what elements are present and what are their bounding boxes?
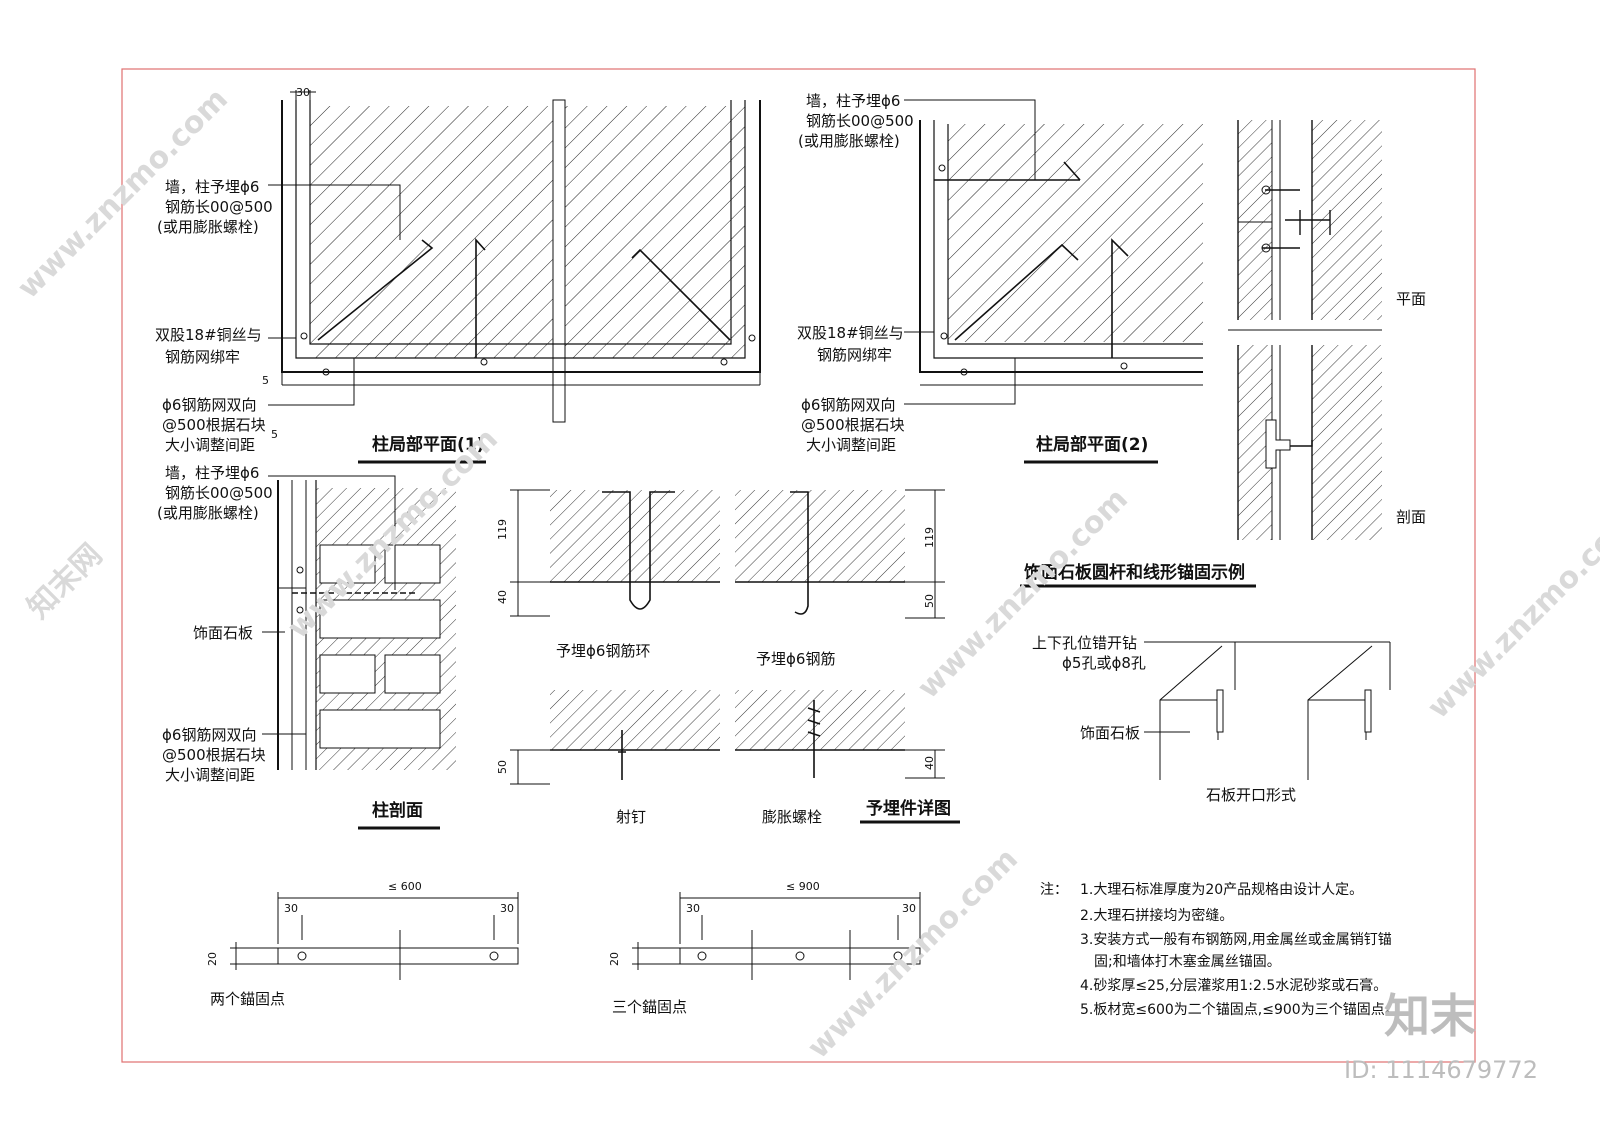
anchor-plan-section [1228,120,1382,540]
title-embed-detail: 予埋件详图 [866,798,951,819]
label-plan: 平面 [1396,290,1426,308]
anchor-points [230,892,921,980]
label-wall-embed-1c: (或用膨胀螺栓) [157,218,259,236]
label-mesh-2b: @500根据石块 [801,416,905,434]
label-embed-ring: 予埋ϕ6钢筋环 [556,642,650,660]
label-wall-embed-2c: (或用膨胀螺栓) [798,132,900,150]
label-wall-embed-1b: 钢筋长00@500 [165,198,273,216]
note-4: 4.砂浆厚≤25,分层灌浆用1:2.5水泥砂浆或石膏。 [1080,977,1387,994]
label-nail: 射钉 [616,808,646,826]
dim-50-b: 50 [923,594,936,608]
label-wire-1b: 钢筋网绑牢 [165,348,240,366]
dim-20-b: 20 [608,952,621,966]
svg-text:www.znzmo.com: www.znzmo.com [911,482,1135,706]
dim-w900: ≤ 900 [786,880,820,893]
label-wall-embed-3c: (或用膨胀螺栓) [157,504,259,522]
column-plan-1 [268,90,761,464]
label-opening-form: 石板开口形式 [1206,786,1296,804]
dim-50-c: 50 [496,760,509,774]
dim-30-b2: 30 [902,902,916,915]
dim-30-a1: 30 [284,902,298,915]
dim-40-d: 40 [923,756,936,770]
label-two-points: 两个錨固点 [210,990,285,1008]
dim-5-plan1-a: 5 [262,374,269,387]
label-facing-stone-1: 饰面石板 [193,624,253,642]
label-section: 剖面 [1396,508,1426,526]
svg-text:知末网: 知末网 [21,537,109,625]
note-1: 1.大理石标准厚度为20产品规格由设计人定。 [1080,882,1363,898]
column-section [262,475,456,830]
dim-30-a2: 30 [500,902,514,915]
label-mesh-3a: ϕ6钢筋网双向 [162,726,256,744]
title-column-section: 柱剖面 [372,800,423,821]
watermark-logo: 知末 [1384,989,1476,1043]
note-5: 5.板材宽≤600为二个锚固点,≤900为三个锚固点。 [1080,1001,1399,1018]
label-mesh-1c: 大小调整间距 [165,436,255,454]
dim-30-b1: 30 [686,902,700,915]
watermark-id: ID: 1114679772 [1344,1056,1538,1084]
label-wall-embed-1a: 墙，柱予埋ϕ6 [165,178,259,196]
label-drill-1: 上下孔位错开钻 [1032,634,1137,652]
label-wall-embed-3b: 钢筋长00@500 [165,484,273,502]
title-column-plan-2: 柱局部平面(2) [1036,434,1148,455]
label-expansion-bolt: 膨胀螺栓 [762,808,822,826]
label-mesh-1b: @500根据石块 [162,416,266,434]
label-drill-2: ϕ5孔或ϕ8孔 [1062,654,1146,672]
dim-119-a: 119 [496,519,509,540]
label-wire-1a: 双股18#铜丝与 [155,326,262,344]
label-wall-embed-3a: 墙，柱予埋ϕ6 [165,464,259,482]
label-wall-embed-2b: 钢筋长00@500 [806,112,914,130]
title-anchor-example: 饰面石板圆杆和线形锚固示例 [1024,562,1245,583]
sheet-border [121,68,1476,1063]
label-mesh-2c: 大小调整间距 [806,436,896,454]
dim-20-a: 20 [206,952,219,966]
label-mesh-3b: @500根据石块 [162,746,266,764]
dim-30-plan1: 30 [296,86,310,99]
label-wire-2a: 双股18#铜丝与 [797,324,904,342]
stone-opening-form [1144,641,1391,780]
column-plan-2 [904,99,1203,464]
label-mesh-3c: 大小调整间距 [165,766,255,784]
dim-w600: ≤ 600 [388,880,422,893]
label-three-points: 三个錨固点 [612,998,687,1016]
label-mesh-2a: ϕ6钢筋网双向 [801,396,895,414]
label-wire-2b: 钢筋网绑牢 [817,346,892,364]
notes-prefix: 注： [1040,882,1068,898]
label-facing-stone-2: 饰面石板 [1080,724,1140,742]
label-mesh-1a: ϕ6钢筋网双向 [162,396,256,414]
title-column-plan-1: 柱局部平面(1) [372,434,484,455]
embedment-details [510,489,960,824]
note-2: 2.大理石拼接均为密缝。 [1080,907,1233,924]
label-wall-embed-2a: 墙，柱予埋ϕ6 [806,92,900,110]
svg-text:www.znzmo.com: www.znzmo.com [1421,502,1600,726]
dim-5-plan1-b: 5 [271,428,278,441]
note-3-cont: 固;和墙体打木塞金属丝锚固。 [1094,953,1281,970]
dim-40-a: 40 [496,590,509,604]
note-3: 3.安装方式一般有布钢筋网,用金属丝或金属销钉锚 [1080,931,1392,948]
dim-119-b: 119 [923,527,936,548]
label-embed-bar: 予埋ϕ6钢筋 [756,650,835,668]
